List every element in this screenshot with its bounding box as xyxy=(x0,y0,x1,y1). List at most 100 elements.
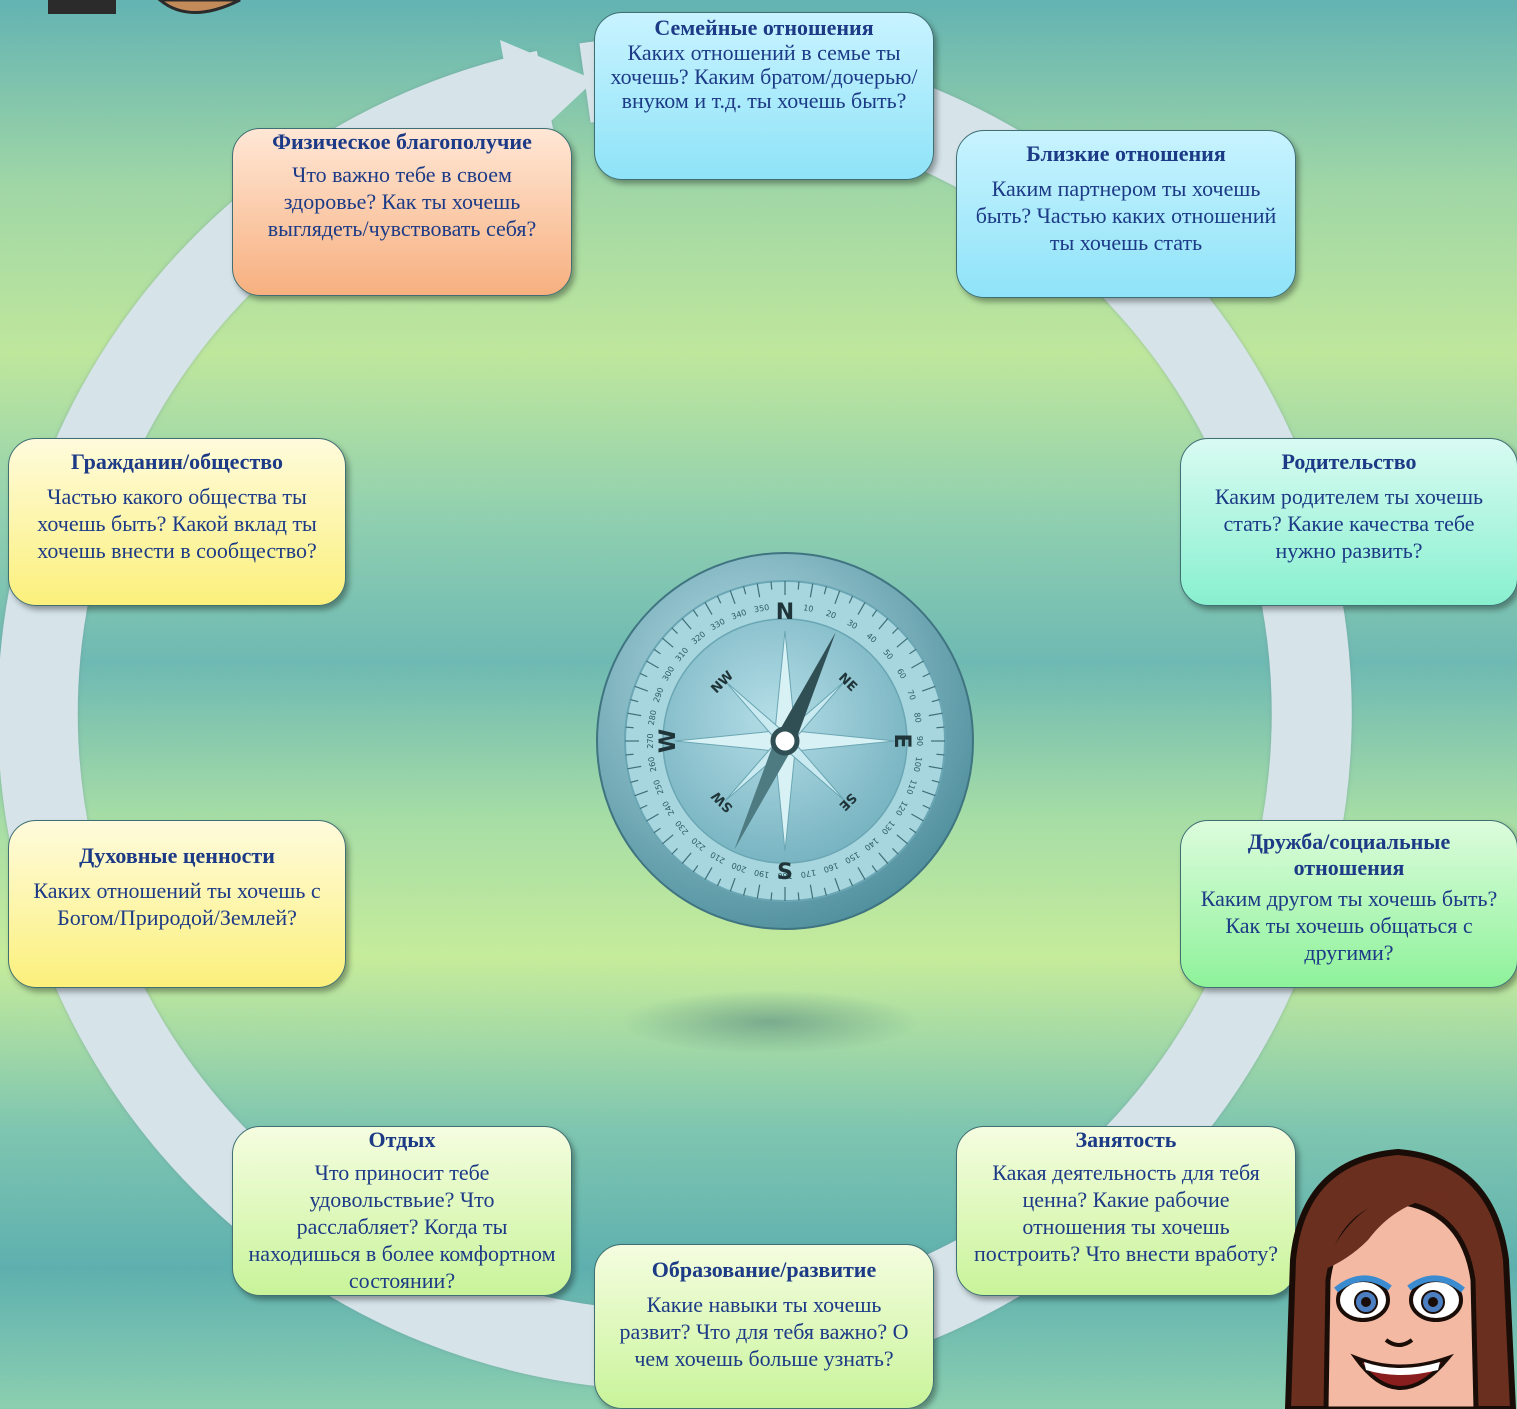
compass-tick xyxy=(662,834,674,845)
box-text: Какие навыки ты хочешь развит? Что для т… xyxy=(619,1292,909,1371)
compass-tick xyxy=(936,753,945,756)
box-physical-wellbeing: Физическое благополучие Что важно тебе в… xyxy=(232,128,572,296)
compass-tick xyxy=(848,878,854,887)
compass-tick xyxy=(809,583,814,598)
compass-tick xyxy=(704,867,713,880)
compass-tick xyxy=(756,884,761,899)
compass-degree-label: 180 xyxy=(777,871,792,880)
compass-tick xyxy=(692,865,699,873)
compass-tick xyxy=(848,595,854,604)
box-spiritual: Духовные ценности Каких отношений ты хоч… xyxy=(8,820,346,988)
compass-label-e: E xyxy=(889,733,914,748)
compass-degree-label: 70 xyxy=(905,689,917,702)
avatar-eyes xyxy=(1334,1275,1465,1322)
compass-degree-label: 60 xyxy=(895,667,908,680)
compass-tick xyxy=(823,887,827,896)
compass-tick xyxy=(857,602,866,615)
compass-shadow xyxy=(620,990,920,1054)
box-text: Какая деятельность для тебя ценна? Какие… xyxy=(973,1160,1279,1266)
compass-degree-label: 350 xyxy=(753,603,770,615)
compass-tick xyxy=(627,712,642,717)
box-text: Каким другом ты хочешь быть? Как ты хоче… xyxy=(1200,886,1498,965)
compass-tick xyxy=(681,852,692,864)
box-title: Гражданин/общество xyxy=(71,449,283,474)
box-text: Каким родителем ты хочешь стать? Какие к… xyxy=(1214,484,1484,563)
compass-tick xyxy=(797,892,800,901)
compass-tick xyxy=(630,699,639,703)
compass-tick xyxy=(909,648,917,655)
compass-tick xyxy=(928,712,943,717)
compass-tick xyxy=(931,699,940,703)
compass-tick xyxy=(625,753,634,756)
compass-degree-label: 100 xyxy=(912,756,924,773)
box-text: Частью какого общества ты хочешь быть? К… xyxy=(37,484,317,563)
compass-tick xyxy=(716,878,722,887)
compass-tick xyxy=(646,660,659,669)
compass-tick xyxy=(936,726,945,729)
compass-tick xyxy=(857,867,866,880)
avatar xyxy=(1284,1148,1517,1409)
compass-tick xyxy=(921,685,936,692)
compass-tick xyxy=(911,813,924,822)
box-parenting: Родительство Каким родителем ты хочешь с… xyxy=(1180,438,1517,606)
compass-tick xyxy=(909,827,917,834)
ring-arrowhead xyxy=(500,40,595,150)
compass-needle xyxy=(734,632,836,850)
box-title: Физическое благополучие xyxy=(272,129,532,154)
compass-tick xyxy=(770,581,773,590)
box-text: Каких отношений в семье ты хочешь? Каким… xyxy=(610,40,918,113)
compass-degree-label: 20 xyxy=(825,609,838,621)
box-leisure: Отдых Что приносит тебе удовольствьие? Ч… xyxy=(232,1126,572,1296)
compass-tick xyxy=(809,884,814,899)
compass-tick xyxy=(743,887,747,896)
box-title: Близкие отношения xyxy=(1026,141,1226,166)
compass-tick xyxy=(671,627,678,634)
compass-tick xyxy=(922,672,931,678)
avatar-bangs xyxy=(1323,1192,1448,1270)
compass-tick xyxy=(639,804,648,810)
compass-tick xyxy=(931,779,940,783)
compass-tick xyxy=(797,581,800,590)
compass-tick xyxy=(896,834,908,845)
compass-tick xyxy=(634,685,649,692)
box-family-relations: Семейные отношения Каких отношений в сем… xyxy=(594,12,934,180)
box-text: Что приносит тебе удовольствьие? Что рас… xyxy=(248,1160,556,1293)
box-employment: Занятость Какая деятельность для тебя це… xyxy=(956,1126,1296,1296)
compass-label-w: W xyxy=(656,729,681,753)
box-citizenship: Гражданин/общество Частью какого обществ… xyxy=(8,438,346,606)
compass-degree-label: 270 xyxy=(646,733,655,748)
box-title: Семейные отношения xyxy=(654,15,874,40)
box-text: Каких отношений ты хочешь с Богом/Природ… xyxy=(33,878,321,930)
compass-degree-label: 170 xyxy=(800,868,817,880)
compass-tick xyxy=(921,790,936,797)
compass-tick xyxy=(911,660,924,669)
compass-tick xyxy=(662,637,674,648)
box-intimate-relations: Близкие отношения Каким партнером ты хоч… xyxy=(956,130,1296,298)
compass-tick xyxy=(756,583,761,598)
compass-tick xyxy=(892,627,899,634)
compass-tick xyxy=(871,609,878,617)
box-title: Духовные ценности xyxy=(79,843,275,868)
compass-tick xyxy=(743,586,747,595)
compass-ticks xyxy=(625,581,945,901)
compass-label-s: S xyxy=(777,860,793,885)
box-friendship: Дружба/социальные отношения Каким другом… xyxy=(1180,820,1517,988)
compass-tick xyxy=(928,765,943,770)
compass-degree-label: 90 xyxy=(915,736,924,746)
compass-tick xyxy=(922,804,931,810)
compass-degree-label: 30 xyxy=(846,618,859,631)
compass-tick xyxy=(729,590,736,605)
box-title: Дружба/социальные отношения xyxy=(1247,829,1451,880)
compass-tick xyxy=(834,590,841,605)
avatar-nose xyxy=(1384,1338,1414,1347)
compass-degree-label: 10 xyxy=(803,603,815,614)
compass-degree-label: 190 xyxy=(753,868,770,880)
compass-tick xyxy=(692,609,699,617)
box-text: Что важно тебе в своем здоровье? Как ты … xyxy=(267,162,537,241)
compass-tick xyxy=(823,586,827,595)
compass-tick xyxy=(653,827,661,834)
box-title: Родительство xyxy=(1281,449,1417,474)
box-education: Образование/развитие Какие навыки ты хоч… xyxy=(594,1244,934,1409)
compass-tick xyxy=(671,848,678,855)
